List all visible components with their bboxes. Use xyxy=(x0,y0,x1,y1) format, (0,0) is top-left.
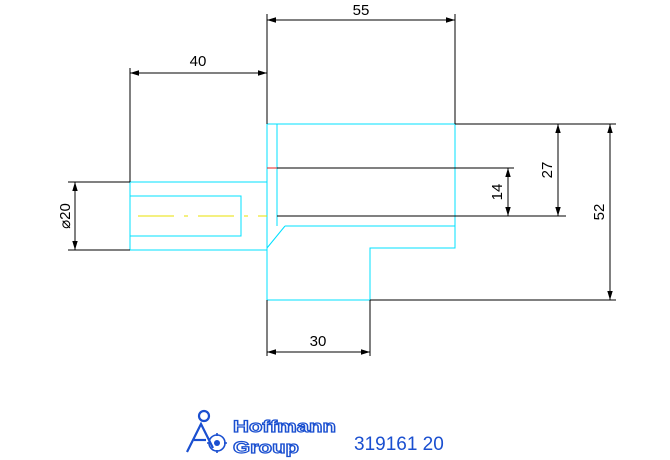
dim-label-offset: 14 xyxy=(489,184,506,201)
dim-label-body-height: 52 xyxy=(591,204,608,221)
dim-label-stem-length: 40 xyxy=(190,53,207,70)
logo-wordmark-line1: Hoffmann xyxy=(233,417,336,436)
dim-label-overall-length: 55 xyxy=(353,2,370,19)
stem-bore-outline xyxy=(129,195,242,237)
hoffmann-logo: Hoffmann Group xyxy=(186,409,337,458)
part-outline xyxy=(129,123,456,301)
part-number: 319161 20 xyxy=(354,434,444,455)
dim-label-body-upper-height: 27 xyxy=(539,162,556,179)
logo-wordmark-line2: Group xyxy=(233,438,299,457)
body-chamfer-line xyxy=(266,225,286,249)
dim-label-step-length: 30 xyxy=(310,333,327,350)
logo-figure-icon xyxy=(186,409,227,453)
dimension-lines xyxy=(68,14,616,356)
dim-label-stem-diameter: ⌀20 xyxy=(57,203,74,229)
main-body-outline xyxy=(266,123,456,301)
